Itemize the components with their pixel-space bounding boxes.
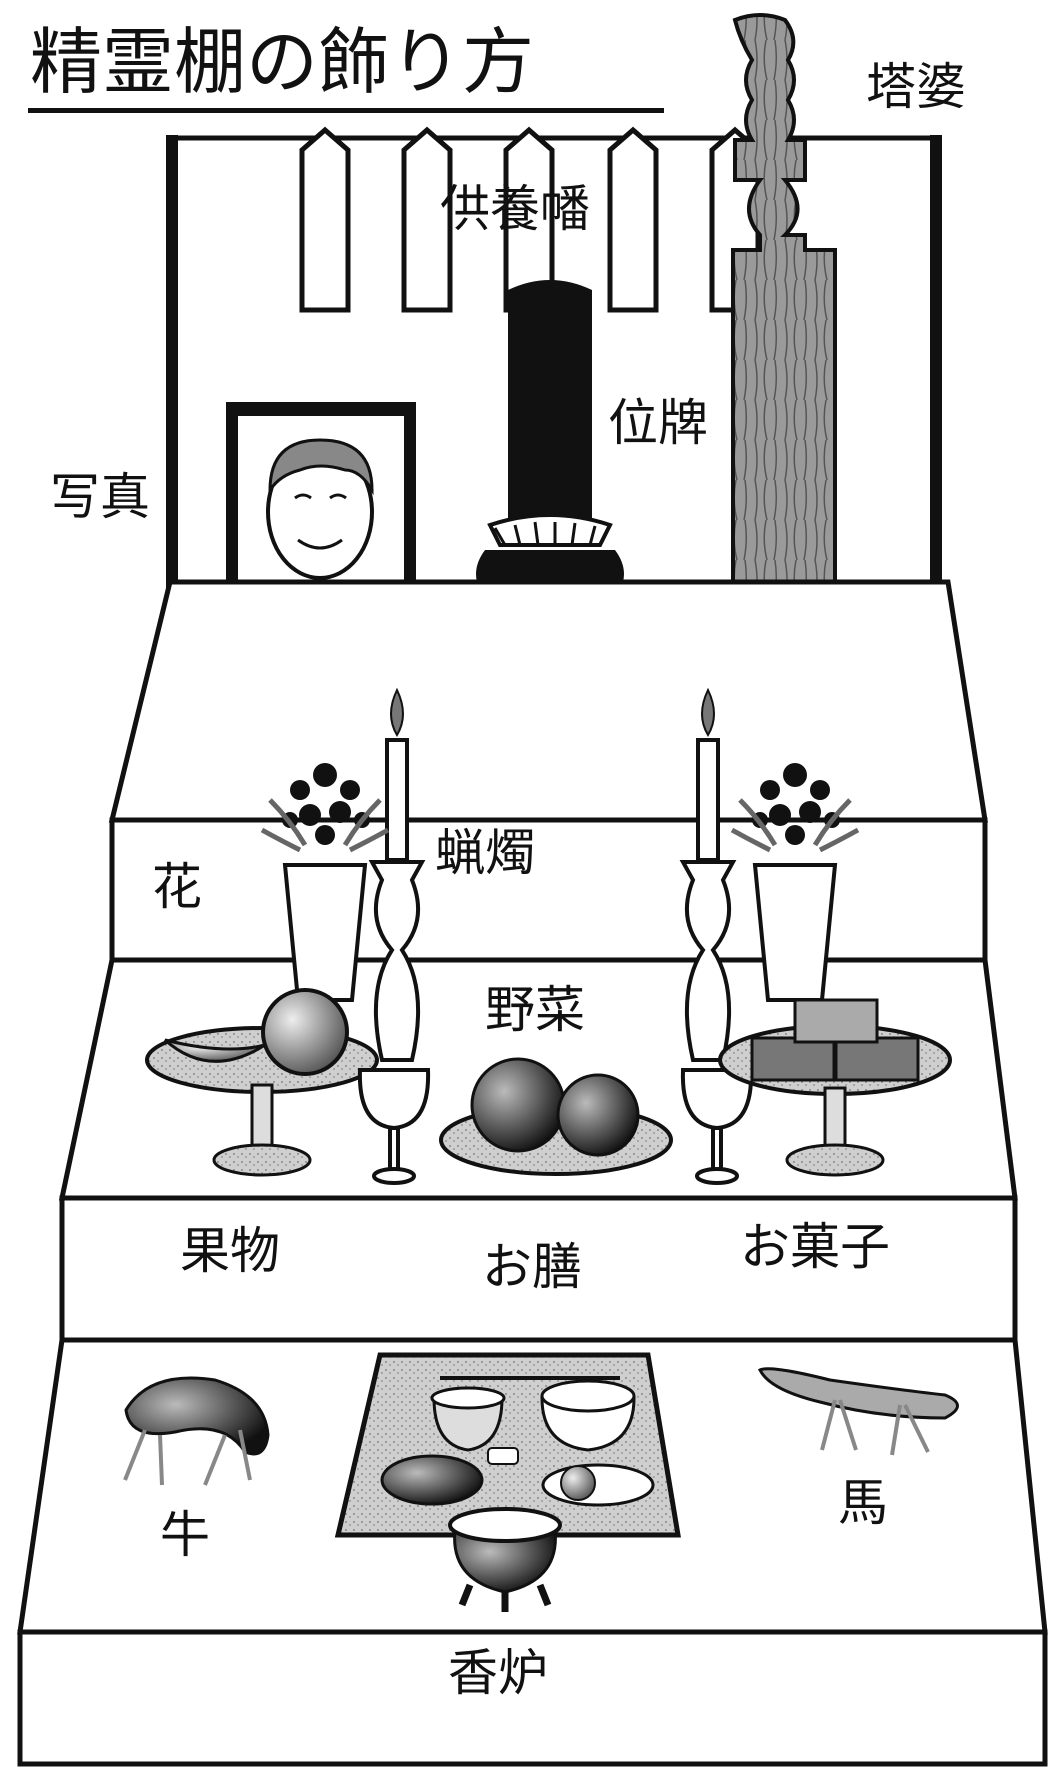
label-kouro: 香炉 bbox=[448, 1644, 548, 1702]
incense-burner bbox=[448, 1507, 562, 1612]
kuyo-ban-banners bbox=[299, 126, 761, 313]
title-underline bbox=[28, 108, 664, 113]
ozen-tray bbox=[334, 1352, 681, 1538]
label-kuyo-ban: 供養幡 bbox=[440, 180, 590, 238]
label-uma: 馬 bbox=[838, 1474, 888, 1532]
label-rousoku: 蝋燭 bbox=[435, 824, 535, 882]
vegetable-plate bbox=[439, 1057, 673, 1176]
fruit-plate bbox=[145, 988, 379, 1177]
label-toba: 塔婆 bbox=[866, 58, 966, 116]
label-ozen: お膳 bbox=[482, 1238, 582, 1296]
offering-glasses bbox=[357, 1068, 754, 1185]
sweets-plate bbox=[718, 998, 952, 1177]
label-kudamono: 果物 bbox=[180, 1222, 280, 1280]
label-ushi: 牛 bbox=[160, 1506, 210, 1564]
label-hana: 花 bbox=[152, 858, 202, 916]
label-ihai: 位牌 bbox=[608, 394, 708, 452]
flower-vases bbox=[260, 763, 860, 1002]
eggplant-cow bbox=[123, 1376, 270, 1486]
page-title: 精霊棚の飾り方 bbox=[30, 20, 535, 104]
label-shashin: 写真 bbox=[50, 468, 150, 526]
toba-stupa bbox=[731, 13, 837, 702]
cucumber-horse bbox=[757, 1367, 959, 1456]
label-okashi: お菓子 bbox=[740, 1218, 890, 1276]
label-yasai: 野菜 bbox=[485, 981, 585, 1039]
